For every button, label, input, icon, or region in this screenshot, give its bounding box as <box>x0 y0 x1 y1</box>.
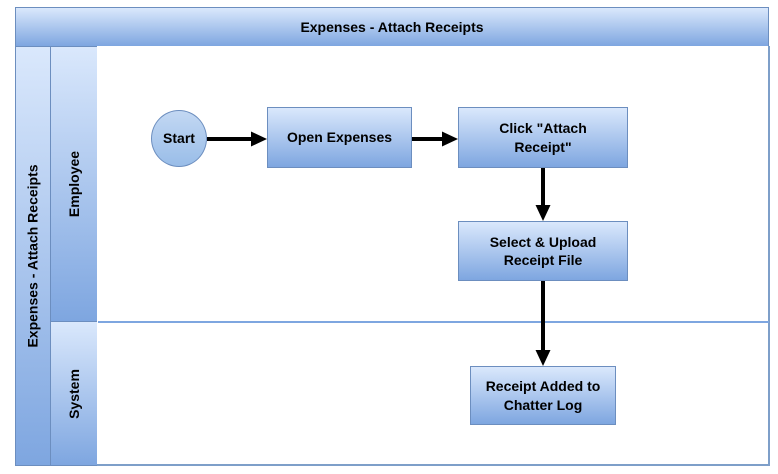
task-node-select-upload-receipt-file: Select & Upload Receipt File <box>458 221 628 281</box>
pool-title-bar: Expenses - Attach Receipts <box>15 7 769 47</box>
lane-label-system-text: System <box>66 368 82 419</box>
pool-vertical-label-text: Expenses - Attach Receipts <box>25 164 42 348</box>
pool-vertical-label: Expenses - Attach Receipts <box>15 46 51 466</box>
lane-label-employee: Employee <box>50 46 98 322</box>
task-node-click-attach-receipt: Click "Attach Receipt" <box>458 107 628 168</box>
lane-label-system: System <box>50 321 98 466</box>
lane-content-area <box>97 46 770 466</box>
lane-label-employee-text: Employee <box>66 150 83 218</box>
lane-divider-line <box>98 321 769 323</box>
start-event-node: Start <box>151 110 207 167</box>
task-node-open-expenses: Open Expenses <box>267 107 412 168</box>
task-node-receipt-added-to-chatter-log: Receipt Added to Chatter Log <box>470 366 616 425</box>
